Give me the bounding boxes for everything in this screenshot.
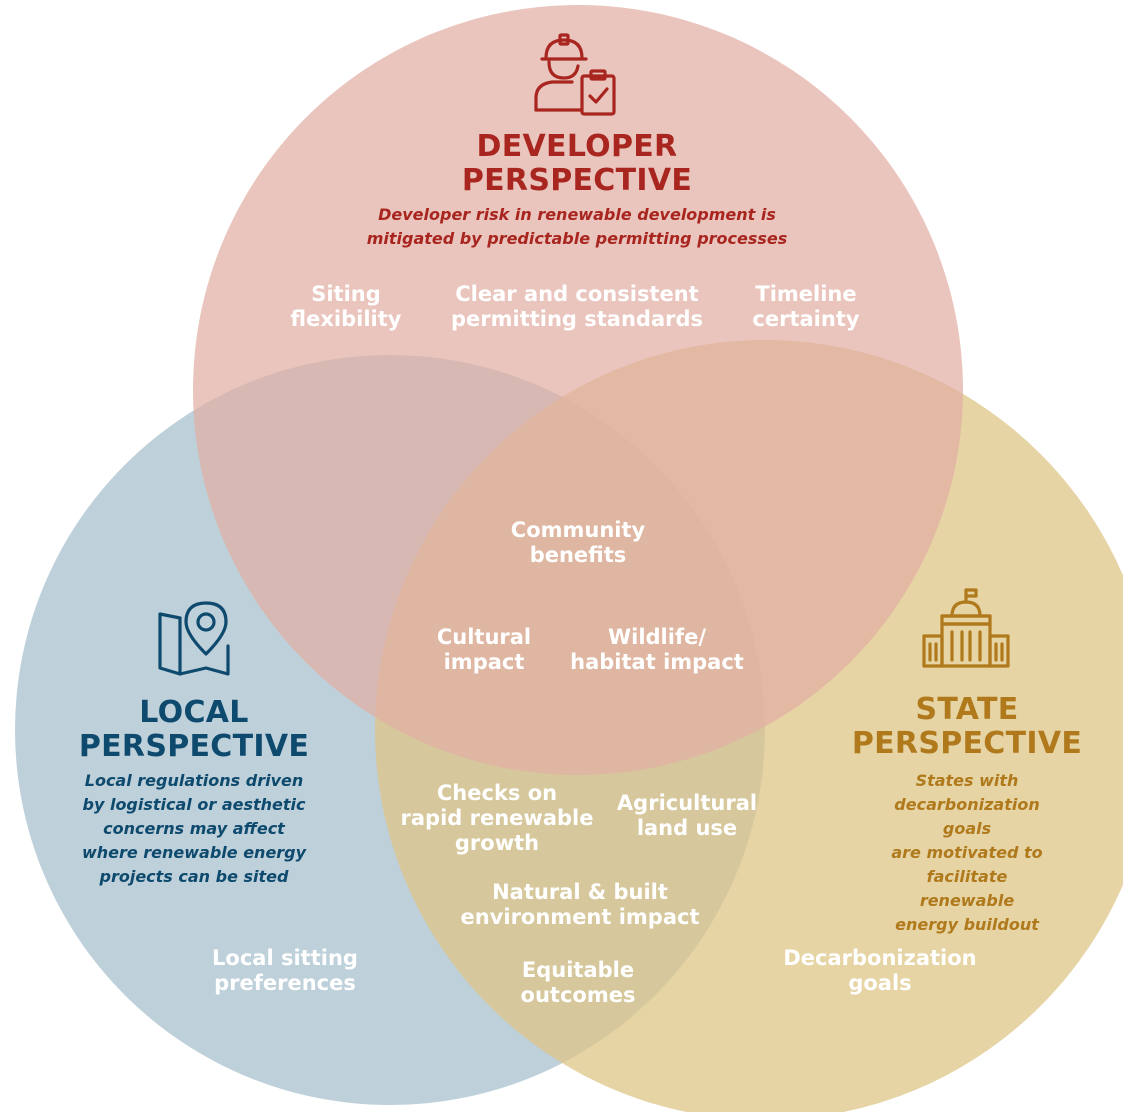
siting-flexibility-label: Siting flexibility xyxy=(290,282,402,331)
checks-on-growth-label: Checks on rapid renewable growth xyxy=(400,781,594,855)
environment-impact-label: Natural & built environment impact xyxy=(460,880,700,929)
local-sitting-preferences-label: Local sitting preferences xyxy=(212,946,358,995)
permitting-standards-label: Clear and consistent permitting standard… xyxy=(450,282,704,331)
local-perspective-title: LOCAL PERSPECTIVE xyxy=(78,695,310,764)
equitable-outcomes-label: Equitable outcomes xyxy=(520,958,636,1007)
cultural-impact-label: Cultural impact xyxy=(436,625,532,674)
developer-perspective-title: DEVELOPER PERSPECTIVE xyxy=(461,129,693,198)
decarbonization-goals-label: Decarbonization goals xyxy=(783,946,977,995)
developer-circle xyxy=(193,5,963,775)
community-benefits-label: Community benefits xyxy=(510,518,646,567)
agricultural-land-use-label: Agricultural land use xyxy=(616,791,758,840)
state-perspective-description: States with decarbonization goals are mo… xyxy=(891,771,1043,934)
local-perspective-description: Local regulations driven by logistical o… xyxy=(81,771,307,886)
timeline-certainty-label: Timeline certainty xyxy=(752,282,860,331)
developer-perspective-description: Developer risk in renewable development … xyxy=(366,205,788,248)
capitol-building-icon xyxy=(922,588,1010,668)
wildlife-habitat-impact-label: Wildlife/ habitat impact xyxy=(570,625,744,674)
worker-hardhat-clipboard-icon xyxy=(534,33,616,116)
map-pin-icon xyxy=(158,601,230,676)
state-perspective-title: STATE PERSPECTIVE xyxy=(851,692,1083,761)
